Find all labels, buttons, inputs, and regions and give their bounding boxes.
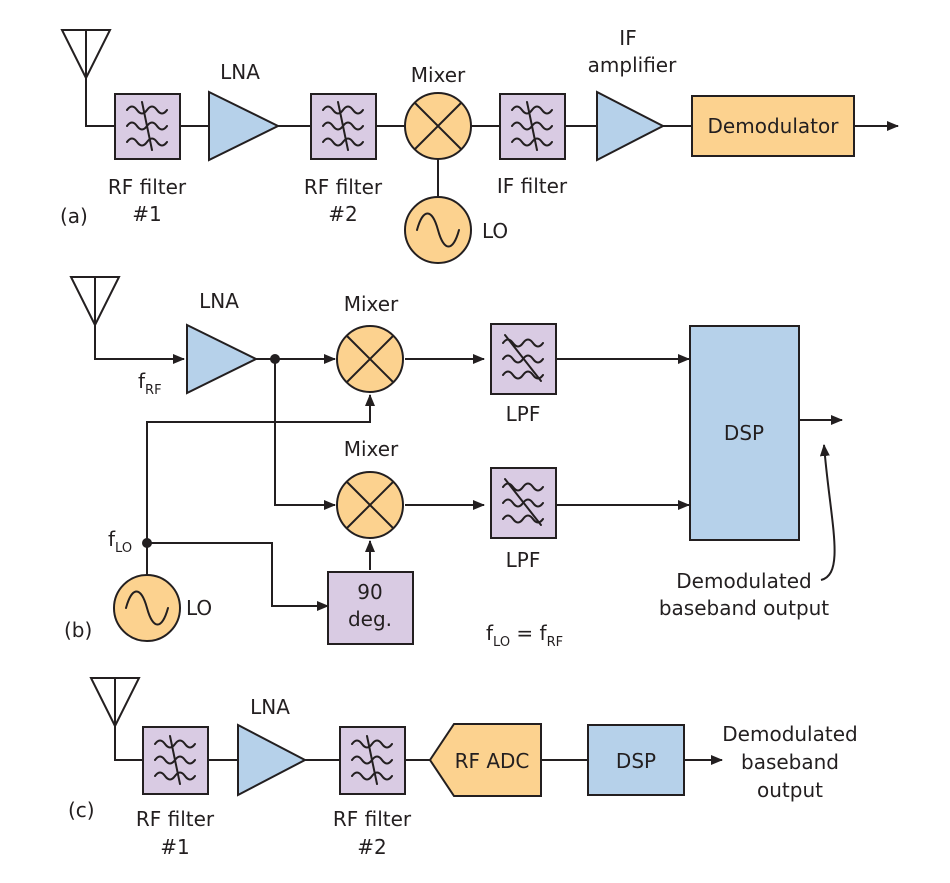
mixer-x-icon [346,335,394,383]
demodulator-label: Demodulator [708,114,840,138]
wire [94,325,185,364]
antenna-icon [70,276,120,326]
dsp-label: DSP [616,749,656,773]
f-lo-label: fLO [108,527,132,556]
sine-icon [416,212,460,248]
mixer-label: Mixer [411,63,466,87]
output-label-line3: output [757,778,823,802]
output-label-line1: Demodulated [676,569,811,593]
rf-filter-2-number: #2 [357,835,386,859]
lo-to-phase-wire [147,542,329,611]
panel-c-tag: (c) [68,798,95,822]
rf-filter-2-number: #2 [328,202,357,226]
if-amplifier [596,90,666,162]
rf-filter-1-label: RF filter [136,807,215,831]
dsp-label: DSP [724,421,764,445]
rf-filter-2-label: RF filter [304,175,383,199]
phase-shift-block [327,571,414,645]
output-callout-arrow [819,444,836,581]
lo-label: LO [186,596,212,620]
frequency-equation: fLO = fRF [486,621,563,650]
lpf-bottom-label: LPF [506,548,541,572]
lna-amplifier [208,90,281,162]
output-label-line2: baseband output [659,596,829,620]
mixer-bottom-label: Mixer [344,437,399,461]
output-label-line1: Demodulated [722,722,857,746]
rf-filter-1-number: #1 [160,835,189,859]
antenna-icon [90,677,140,727]
lna-amplifier [186,323,259,395]
mixer-x-icon [414,102,462,150]
if-amplifier-label-line2: amplifier [588,53,677,77]
lo-to-mixer-top-wire [146,394,375,576]
f-rf-label: fRF [138,369,162,398]
lna-amplifier [237,723,308,797]
dsp-block [689,325,800,541]
lpf-top-label: LPF [506,402,541,426]
if-filter-label: IF filter [497,174,568,198]
rf-adc-block [428,723,542,797]
rf-filter-2-label: RF filter [333,807,412,831]
output-label-line2: baseband [741,750,839,774]
panel-b-tag: (b) [64,618,92,642]
wire [274,359,336,510]
mixer-x-icon [346,481,394,529]
antenna-icon [61,29,111,79]
junction-dot [270,354,280,364]
wire [85,78,115,127]
panel-a: (a) RF filter #1 LNA RF filter #2 Mixer … [60,26,899,264]
if-amplifier-label-line1: IF [619,26,636,50]
sine-icon [125,590,169,626]
mixer-top-label: Mixer [344,292,399,316]
panel-a-tag: (a) [60,204,88,228]
lna-label: LNA [199,289,239,313]
lna-label: LNA [220,60,260,84]
panel-c: (c) RF filter #1 LNA RF filter #2 RF ADC… [68,677,858,859]
junction-dot [142,538,152,548]
panel-b: (b) LNA Mixer Mixer LPF LPF DSP LO 90 de… [64,276,843,650]
lna-label: LNA [250,695,290,719]
demodulator-block [691,95,855,157]
rf-adc-label: RF ADC [455,749,530,773]
phase-label-line1: 90 [357,580,382,604]
dsp-block [587,724,685,796]
wire [114,726,143,761]
rf-filter-1-label: RF filter [108,175,187,199]
lo-label: LO [482,219,508,243]
phase-label-line2: deg. [348,607,392,631]
rf-filter-1-number: #1 [132,202,161,226]
